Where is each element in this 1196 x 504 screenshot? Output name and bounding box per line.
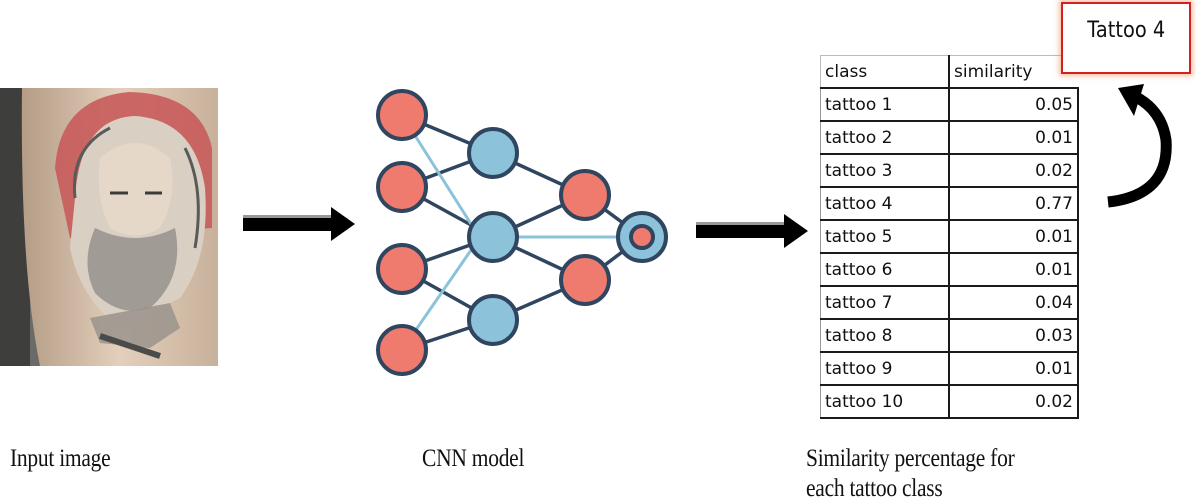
class-cell: tattoo 2 [820, 120, 950, 155]
input-node [376, 89, 428, 141]
similarity-cell: 0.02 [948, 153, 1079, 188]
caption-similarity-line2: each tattoo class [806, 475, 943, 502]
input-node [376, 243, 428, 295]
hidden-node-2 [559, 254, 611, 306]
cnn-model-diagram [376, 89, 668, 376]
column-header-similarity: similarity [948, 55, 1078, 89]
input-node [376, 161, 428, 213]
class-cell: tattoo 7 [820, 285, 950, 320]
class-cell: tattoo 10 [820, 384, 950, 419]
tattoo-photo-illustration [0, 88, 218, 366]
arrow-right-icon [243, 207, 355, 241]
highlighted-edges [400, 114, 642, 351]
similarity-cell: 0.05 [948, 87, 1079, 122]
caption-similarity-line1: Similarity percentage for [806, 445, 1015, 472]
class-cell: tattoo 9 [820, 351, 950, 386]
class-cell: tattoo 5 [820, 219, 950, 254]
similarity-cell: 0.04 [948, 285, 1079, 320]
similarity-cell: 0.01 [948, 219, 1079, 254]
hidden-node [467, 211, 519, 263]
column-header-class: class [820, 55, 950, 89]
table-header-row: class similarity [820, 55, 1078, 89]
class-cell: tattoo 1 [820, 87, 950, 122]
class-cell: tattoo 4 [820, 186, 950, 221]
similarity-cell: 0.01 [948, 252, 1079, 287]
hidden-node [467, 294, 519, 346]
similarity-cell: 0.77 [948, 186, 1079, 221]
similarity-cell: 0.01 [948, 120, 1079, 155]
arrow-right-icon [696, 214, 808, 248]
curved-arrow-icon [1107, 84, 1172, 208]
input-node [376, 324, 428, 376]
similarity-cell: 0.03 [948, 318, 1079, 353]
predicted-class-box: Tattoo 4 [1061, 2, 1191, 74]
hidden-node [467, 127, 519, 179]
similarity-cell: 0.02 [948, 384, 1079, 419]
class-cell: tattoo 8 [820, 318, 950, 353]
similarity-cell: 0.01 [948, 351, 1079, 386]
hidden-node-2 [559, 169, 611, 221]
predicted-class-label: Tattoo 4 [1087, 18, 1165, 43]
input-tattoo-image [0, 88, 218, 366]
output-node-core [629, 224, 655, 250]
class-cell: tattoo 6 [820, 252, 950, 287]
caption-input-image: Input image [10, 445, 111, 472]
caption-cnn-model: CNN model [422, 445, 525, 472]
network-edges [401, 113, 644, 352]
class-cell: tattoo 3 [820, 153, 950, 188]
